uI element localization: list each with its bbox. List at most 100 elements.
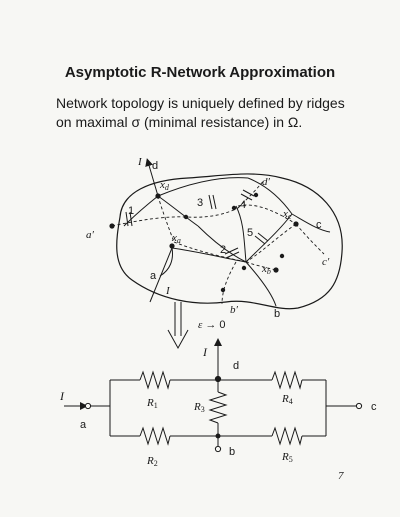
circuit-terminal-b: b [229, 446, 235, 458]
node-xa [169, 243, 175, 249]
node-label-xd: xd [159, 179, 170, 192]
circuit-current-label-top: I [202, 345, 208, 359]
ridge-curve [247, 177, 293, 215]
node-a-prime [109, 223, 115, 229]
dashed-paths [111, 179, 325, 305]
ridge-number-2: 2 [220, 244, 226, 256]
current-label-bottom: I [165, 285, 171, 297]
resistor-label-r5-base: R [281, 451, 289, 463]
terminal-label-b-prime: b′ [230, 304, 239, 316]
crossing-mark [242, 189, 255, 197]
ridge-curve [157, 177, 249, 197]
resistor-label-r4: R4 [281, 393, 293, 406]
circuit-terminal-a: a [80, 419, 87, 431]
nodes [109, 192, 299, 293]
flux-path [111, 207, 239, 227]
current-label-top: I [137, 156, 143, 168]
crossing-mark [225, 251, 240, 259]
ridge-curve [197, 225, 247, 263]
node-d-prime [253, 192, 259, 198]
resistor-label-r1-sub: 1 [154, 401, 158, 410]
current-lead-d [145, 158, 159, 197]
ridge-curve [123, 195, 159, 227]
node-mid-4 [231, 205, 237, 211]
crossing-mark [257, 232, 269, 242]
terminal-label-c: c [316, 219, 322, 231]
node-xb [273, 267, 279, 273]
resistor-r3 [208, 391, 228, 424]
flux-path [237, 179, 265, 209]
terminal-label-a-prime: a′ [86, 229, 95, 241]
circuit-terminal-c: c [371, 401, 377, 413]
flux-path [245, 261, 277, 271]
node-label-xc: xc [282, 208, 292, 221]
junction-b [215, 433, 221, 439]
node-mid-5 [279, 253, 285, 259]
node-label-xb: xb [261, 263, 271, 276]
crossing-mark [208, 194, 213, 210]
page-number: 7 [338, 470, 344, 482]
terminal-a-circle [84, 402, 92, 410]
node-b-prime [220, 287, 226, 293]
node-xc [293, 221, 299, 227]
limit-epsilon-arrow: → 0 [205, 319, 225, 331]
flux-path [237, 204, 297, 225]
circuit-current-label-left: I [59, 389, 65, 403]
resistor-label-r5-sub: 5 [289, 455, 293, 464]
ridge-crossings [125, 189, 269, 259]
crossing-mark [224, 247, 239, 255]
region-diagram: I d d′ c c′ b b′ a a′ I xd xc xa xb 1 2 … [86, 156, 343, 320]
resistor-label-r3: R3 [193, 401, 205, 414]
flux-path [295, 223, 325, 255]
resistor-r2 [139, 426, 171, 446]
terminal-label-b: b [274, 308, 280, 320]
ridge-curve [171, 247, 247, 263]
node-label-xd-base: x [159, 179, 165, 191]
ridge-number-3: 3 [197, 197, 203, 209]
ridge-curve [157, 195, 199, 227]
limit-arrow-head [167, 329, 189, 350]
terminal-label-d-prime: d′ [262, 176, 271, 188]
slide-subtitle: Network topology is uniquely defined by … [56, 94, 376, 132]
terminal-b-circle [214, 445, 222, 453]
resistor-r5 [271, 426, 303, 446]
crossing-mark [254, 235, 266, 245]
ridge-number-4: 4 [240, 199, 246, 211]
resistor-label-r4-sub: 4 [289, 397, 293, 406]
resistor-label-r3-base: R [193, 401, 201, 413]
resistor-label-r5: R5 [281, 451, 293, 464]
node-label-xc-base: x [282, 208, 288, 220]
limit-epsilon: ε→ 0 [198, 319, 226, 331]
circuit-terminal-d: d [233, 360, 239, 372]
crossing-mark [240, 193, 253, 201]
subtitle-line-1: Network topology is uniquely defined by … [56, 95, 345, 111]
limit-arrow [167, 302, 189, 350]
limit-epsilon-symbol: ε [198, 319, 203, 331]
node-label-xb-sub: b [267, 267, 271, 276]
circuit-diagram [64, 338, 363, 453]
node-mid-2 [241, 265, 247, 271]
flux-path [245, 223, 297, 263]
crossing-mark [129, 211, 133, 227]
ridge-curve [291, 213, 331, 233]
node-label-xa-base: x [171, 232, 177, 244]
ridge-curve [245, 261, 277, 307]
terminal-label-d: d [152, 160, 158, 172]
solid-ridges [123, 177, 331, 307]
resistor-r4 [271, 370, 303, 390]
ridge-number-5: 5 [247, 227, 253, 239]
resistor-label-r3-sub: 3 [201, 405, 205, 414]
terminal-label-c-prime: c′ [322, 256, 330, 268]
resistor-label-r2-base: R [146, 455, 154, 467]
resistor-label-r2-sub: 2 [154, 459, 158, 468]
ridge-curve [159, 247, 173, 277]
flux-path [221, 261, 237, 305]
terminal-c-circle [355, 402, 363, 410]
terminal-label-a: a [150, 270, 157, 282]
crossing-mark [212, 194, 217, 210]
crossing-mark [125, 211, 129, 227]
resistor-label-r1: R1 [146, 397, 158, 410]
ridge-curve [235, 205, 247, 263]
